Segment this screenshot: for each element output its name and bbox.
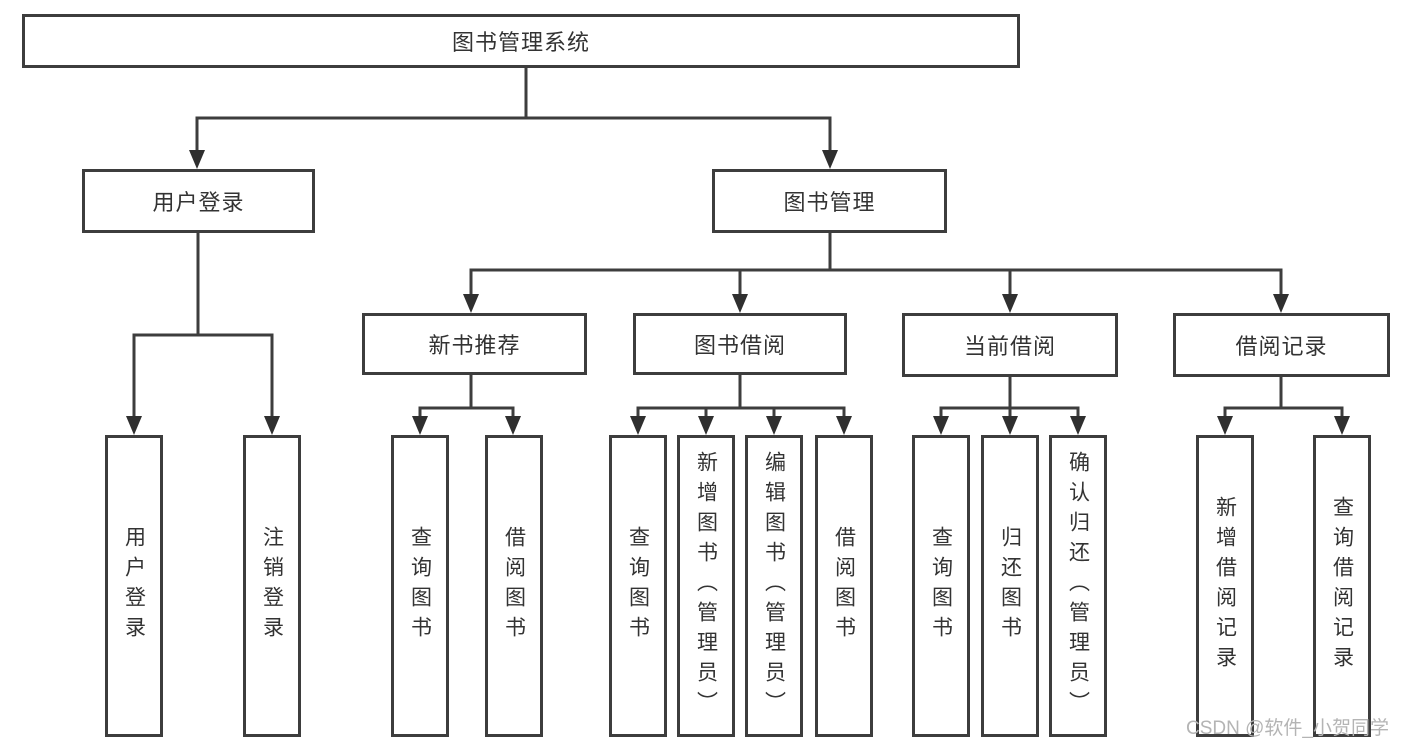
node-borrowing-records: 借阅记录 bbox=[1173, 313, 1390, 377]
leaf-borrow-books-borrowing: 借阅图书 bbox=[815, 435, 873, 737]
node-label: 编辑图书（管理员） bbox=[762, 451, 786, 721]
leaf-query-books-recommend: 查询图书 bbox=[391, 435, 449, 737]
leaf-logout: 注销登录 bbox=[243, 435, 301, 737]
node-label: 借阅图书 bbox=[832, 526, 856, 646]
node-label: 注销登录 bbox=[260, 526, 284, 646]
node-label: 查询图书 bbox=[929, 526, 953, 646]
node-book-management: 图书管理 bbox=[712, 169, 947, 233]
node-label: 新增图书（管理员） bbox=[694, 451, 718, 721]
leaf-add-books-admin: 新增图书（管理员） bbox=[677, 435, 735, 737]
node-label: 图书管理系统 bbox=[451, 30, 590, 55]
leaf-query-borrow-record: 查询借阅记录 bbox=[1313, 435, 1371, 737]
leaf-query-books-current: 查询图书 bbox=[912, 435, 970, 737]
node-new-book-recommendation: 新书推荐 bbox=[362, 313, 587, 375]
leaf-borrow-books-recommend: 借阅图书 bbox=[485, 435, 543, 737]
node-label: 借阅图书 bbox=[502, 526, 526, 646]
node-label: 归还图书 bbox=[998, 526, 1022, 646]
node-label: 用户登录 bbox=[122, 526, 146, 646]
node-label: 图书管理 bbox=[783, 190, 876, 215]
node-label: 新增借阅记录 bbox=[1213, 496, 1237, 676]
leaf-edit-books-admin: 编辑图书（管理员） bbox=[745, 435, 803, 737]
node-label: 新书推荐 bbox=[428, 333, 521, 358]
csdn-watermark: CSDN @软件_小贺同学 bbox=[1186, 718, 1389, 739]
node-label: 查询图书 bbox=[408, 526, 432, 646]
node-book-borrowing: 图书借阅 bbox=[633, 313, 847, 375]
node-label: 确认归还（管理员） bbox=[1066, 451, 1090, 721]
node-label: 用户登录 bbox=[152, 190, 245, 215]
node-label: 图书借阅 bbox=[693, 333, 786, 358]
node-label: 借阅记录 bbox=[1235, 334, 1328, 359]
node-user-login: 用户登录 bbox=[82, 169, 315, 233]
node-book-management-system: 图书管理系统 bbox=[22, 14, 1020, 68]
leaf-add-borrow-record: 新增借阅记录 bbox=[1196, 435, 1254, 737]
leaf-user-login: 用户登录 bbox=[105, 435, 163, 737]
leaf-query-books-borrowing: 查询图书 bbox=[609, 435, 667, 737]
leaf-return-books: 归还图书 bbox=[981, 435, 1039, 737]
node-label: 查询借阅记录 bbox=[1330, 496, 1354, 676]
node-current-borrowing: 当前借阅 bbox=[902, 313, 1118, 377]
node-label: 当前借阅 bbox=[963, 334, 1056, 359]
leaf-confirm-return-admin: 确认归还（管理员） bbox=[1049, 435, 1107, 737]
node-label: 查询图书 bbox=[626, 526, 650, 646]
